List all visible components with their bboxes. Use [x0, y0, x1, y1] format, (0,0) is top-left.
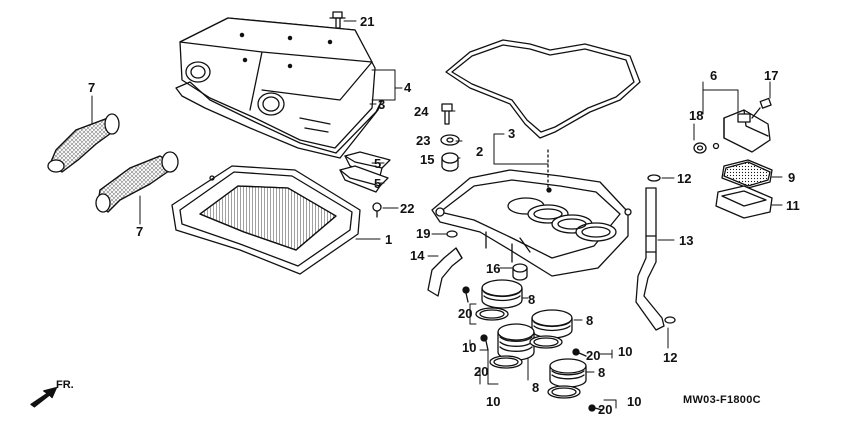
clamp-part-5	[339, 151, 391, 193]
callout-1: 1	[385, 232, 392, 247]
air-cleaner-housing-part	[431, 149, 632, 277]
callout-20: 20	[598, 402, 612, 417]
screw-part-20a	[462, 286, 470, 303]
gasket-part-3-inner	[451, 44, 635, 133]
washer-part-23	[440, 134, 460, 146]
callout-10: 10	[486, 394, 500, 409]
bolt-part-24	[441, 103, 453, 125]
grommet-part-18	[693, 142, 720, 154]
cover-part-11	[715, 185, 773, 219]
callout-8: 8	[598, 365, 605, 380]
callout-14: 14	[410, 248, 425, 263]
callout-10: 10	[627, 394, 641, 409]
hose-part-13	[635, 187, 665, 331]
air-filter-part	[171, 165, 361, 275]
band-part-10d	[547, 385, 581, 399]
intake-boot-part-8d	[549, 358, 587, 388]
intake-duct-lower-part	[95, 151, 179, 213]
callout-20: 20	[458, 306, 472, 321]
filter-pad-part-9	[721, 159, 773, 189]
gasket-part-3	[445, 39, 641, 139]
callout-8: 8	[532, 380, 539, 395]
clip-part-12-upper	[647, 174, 661, 182]
callout-labels: 21 4 3 3 2 7 7 5 5 22 1 24 23 15 19 14 16 6 17 18 12 9 11 13 12 8…	[88, 14, 800, 417]
callout-20: 20	[586, 348, 600, 363]
callout-16: 16	[486, 261, 500, 276]
grommet-part-15	[441, 152, 459, 172]
callout-10: 10	[462, 340, 476, 355]
band-part-10a	[475, 307, 509, 321]
screw-part-20d	[588, 404, 603, 412]
callout-12: 12	[663, 350, 677, 365]
band-part-10b	[529, 335, 563, 349]
callout-5: 5	[374, 156, 381, 171]
intake-boot-part-8c	[497, 323, 535, 361]
callout-17: 17	[764, 68, 778, 83]
callout-19: 19	[416, 226, 430, 241]
callout-2: 2	[476, 144, 483, 159]
callout-5: 5	[374, 176, 381, 191]
screw-part-22	[372, 202, 382, 218]
callout-6: 6	[710, 68, 717, 83]
screw-part-20c	[572, 348, 587, 357]
bolt-part-21	[329, 11, 346, 29]
intake-duct-upper-part	[47, 113, 120, 173]
callout-15: 15	[420, 152, 434, 167]
callout-20: 20	[474, 364, 488, 379]
intake-boot-part-8a	[481, 279, 523, 309]
callout-11: 11	[786, 198, 800, 213]
callout-3: 3	[508, 126, 515, 141]
callout-8: 8	[586, 313, 593, 328]
callout-12: 12	[677, 171, 691, 186]
callout-18: 18	[689, 108, 703, 123]
callout-9: 9	[788, 170, 795, 185]
callout-24: 24	[414, 104, 429, 119]
callout-22: 22	[400, 201, 414, 216]
sensor-housing-part-6	[723, 109, 771, 153]
callout-3: 3	[378, 97, 385, 112]
callout-13: 13	[679, 233, 693, 248]
front-direction-arrow: FR.	[30, 379, 74, 408]
air-cleaner-cover-part	[179, 17, 376, 149]
plug-part-16	[512, 263, 528, 281]
clip-part-19	[446, 230, 458, 238]
leader-lines	[91, 20, 783, 409]
band-part-10c	[489, 355, 523, 369]
callout-7: 7	[136, 224, 143, 239]
clip-part-12-lower	[664, 316, 676, 324]
hose-part-14	[427, 247, 463, 297]
intake-boot-part-8b	[531, 309, 573, 339]
screw-part-20b	[480, 334, 489, 351]
figure-code: MW03-F1800C	[683, 394, 761, 406]
callout-4: 4	[404, 80, 412, 95]
callout-21: 21	[360, 14, 374, 29]
callout-23: 23	[416, 133, 430, 148]
callout-10: 10	[618, 344, 632, 359]
front-direction-label: FR.	[56, 379, 74, 391]
callout-8: 8	[528, 292, 535, 307]
bolt-part-17	[751, 97, 772, 119]
callout-7: 7	[88, 80, 95, 95]
